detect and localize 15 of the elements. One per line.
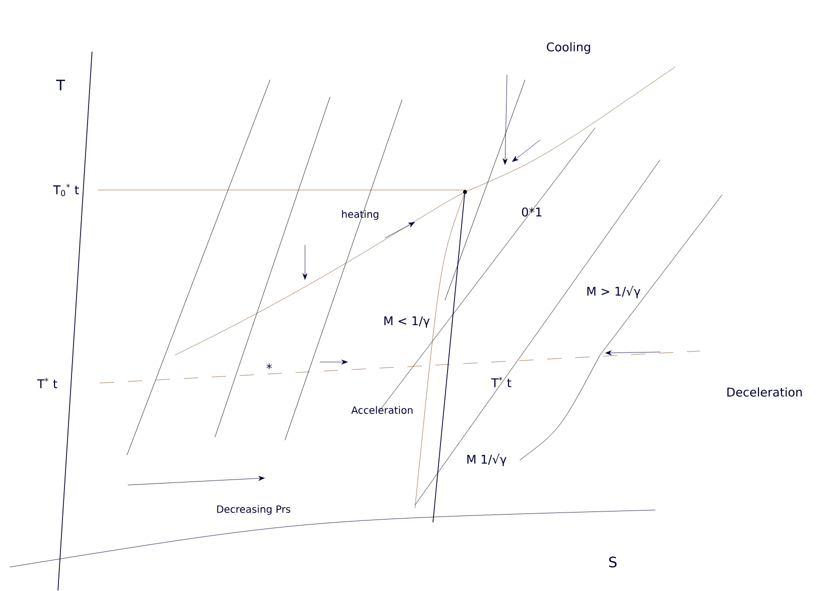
process-label: heating <box>342 210 378 220</box>
process-label: Acceleration <box>351 406 412 414</box>
star-label: * <box>266 364 272 370</box>
process-label: Decreasing Prs <box>217 505 290 515</box>
state-label: T$_{0}$$^{*}$ t <box>53 184 79 196</box>
axis-label: S <box>609 556 617 568</box>
mach-label: M 1/√γ <box>467 454 506 466</box>
state-label: 0*1 <box>522 207 542 217</box>
axis-label: T <box>56 80 66 90</box>
mach-label: M > 1/√γ <box>587 286 640 298</box>
state-label: T$^{*}$ t <box>491 376 512 388</box>
process-label: Deceleration <box>727 387 802 397</box>
process-label: Cooling <box>546 42 590 54</box>
state-label: T$^{*}$ t <box>37 378 58 388</box>
mach-label: M < 1/γ <box>384 316 430 328</box>
